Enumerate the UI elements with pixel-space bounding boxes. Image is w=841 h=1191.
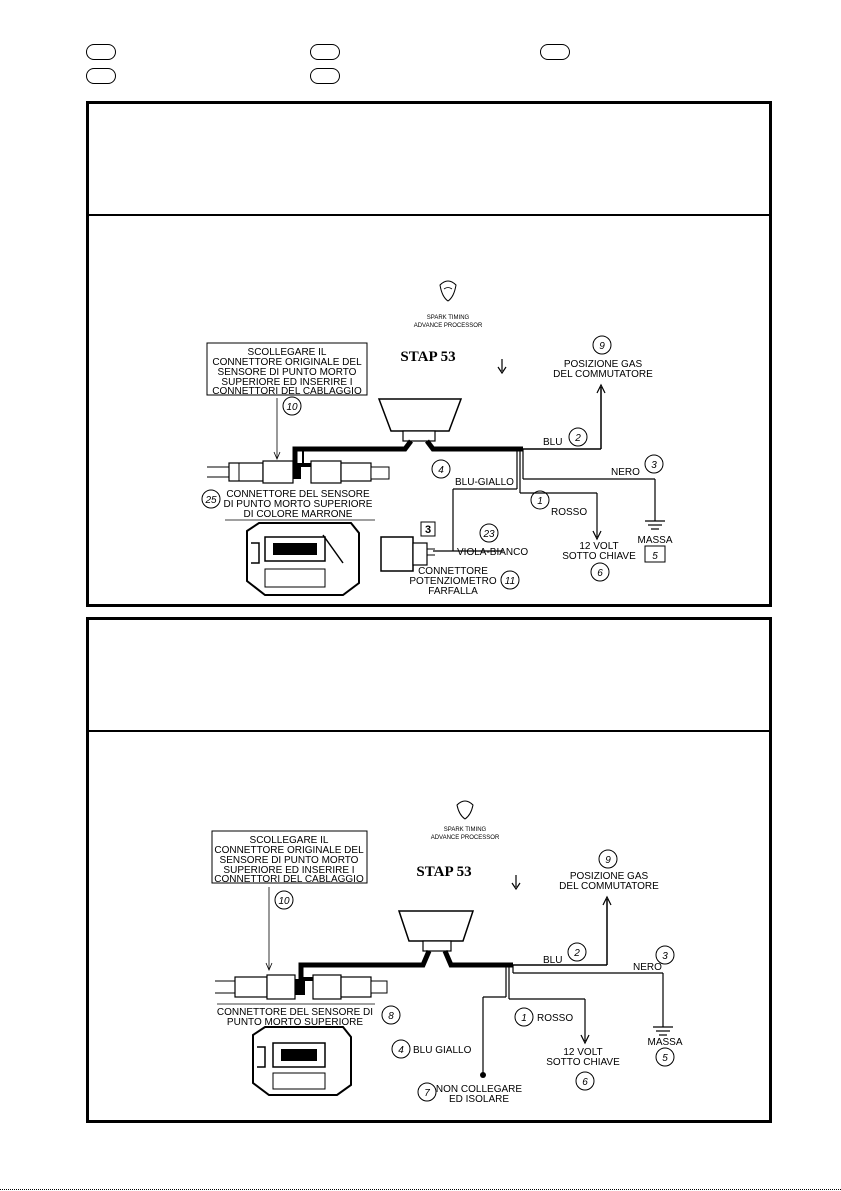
callout-number: 5 (662, 1053, 668, 1064)
sensor-label: CONNETTORE DEL SENSORE (226, 489, 370, 500)
wiring-diagram-1: SPARK TIMING ADVANCE PROCESSOR STAP 53 S… (201, 280, 673, 597)
callout-number: 23 (482, 529, 495, 540)
stap-title: STAP 53 (400, 349, 455, 365)
stap-title: STAP 53 (416, 864, 471, 880)
wire-label-blu: BLU (543, 437, 562, 448)
wire-label-nero: NERO (633, 962, 662, 973)
page-bottom-dotted-line (0, 1189, 841, 1190)
spark-label: SPARK TIMING (427, 315, 470, 321)
callout-number: 10 (278, 896, 290, 907)
wire-label-nero: NERO (611, 467, 640, 478)
isolare-label: ED ISOLARE (449, 1094, 509, 1105)
wiring-panel-1: SPARK TIMING ADVANCE PROCESSOR STAP 53 S… (86, 101, 772, 607)
spark-label: ADVANCE PROCESSOR (431, 835, 500, 841)
arrow-icon (511, 882, 521, 891)
panel-header (89, 104, 769, 216)
wiring-panel-2: SPARK TIMING ADVANCE PROCESSOR STAP 53 S… (86, 617, 772, 1123)
pos-gas-label: DEL COMMUTATORE (553, 369, 653, 380)
instruction-line: SCOLLEGARE IL (250, 835, 329, 846)
instruction-line: CONNETTORI DEL CABLAGGIO (212, 386, 362, 397)
sensor-label: CONNETTORE DEL SENSORE DI (217, 1007, 373, 1018)
callout-number: 2 (574, 433, 581, 444)
panel-header (89, 620, 769, 732)
isolare-label: NON COLLEGARE (436, 1084, 522, 1095)
language-pill (86, 68, 116, 84)
instruction-line: SUPERIORE ED INSERIRE I (223, 865, 354, 876)
instruction-line: CONNETTORE ORIGINALE DEL (214, 845, 364, 856)
spark-logo-icon (439, 280, 457, 302)
pos-gas-label: POSIZIONE GAS (570, 871, 649, 882)
callout-number: 3 (425, 524, 431, 536)
sensor-connector (215, 974, 388, 1000)
pos-gas-label: DEL COMMUTATORE (559, 881, 659, 892)
spark-label: ADVANCE PROCESSOR (414, 323, 483, 329)
wire-label-blu-giallo: BLU-GIALLO (455, 477, 514, 488)
spark-label: SPARK TIMING (444, 827, 487, 833)
callout-number: 10 (286, 402, 298, 413)
callout-number: 11 (505, 576, 515, 587)
instruction-line: CONNETTORE ORIGINALE DEL (212, 357, 362, 368)
wiring-diagram-2: SPARK TIMING ADVANCE PROCESSOR STAP 53 S… (211, 800, 683, 1105)
spark-logo-icon (456, 800, 474, 820)
callout-number: 8 (388, 1011, 394, 1022)
massa-label: MASSA (637, 535, 672, 546)
wire-label-blu-giallo: BLU GIALLO (413, 1045, 472, 1056)
callout-number: 4 (398, 1045, 404, 1056)
throttle-potentiometer-connector (380, 536, 435, 572)
sensor-connector (207, 460, 390, 484)
callout-number: 6 (582, 1077, 588, 1088)
language-pill (310, 44, 340, 60)
instruction-box (206, 342, 368, 396)
pot-label: CONNETTORE (418, 566, 488, 577)
instruction-line: SENSORE DI PUNTO MORTO (218, 367, 357, 378)
callout-number: 7 (424, 1088, 430, 1099)
stap-module (397, 910, 475, 952)
insulated-end-icon (480, 1072, 486, 1078)
arrow-icon (497, 366, 507, 375)
volt-label: SOTTO CHIAVE (546, 1057, 620, 1068)
volt-label: 12 VOLT (579, 541, 618, 552)
wire-label-rosso: ROSSO (551, 507, 587, 518)
pot-label: FARFALLA (428, 586, 478, 597)
callout-number: 6 (597, 568, 603, 579)
volt-label: SOTTO CHIAVE (562, 551, 636, 562)
instruction-line: SENSORE DI PUNTO MORTO (220, 855, 359, 866)
callout-number: 9 (599, 341, 605, 352)
instruction-line: SCOLLEGARE IL (248, 347, 327, 358)
volt-label: 12 VOLT (563, 1047, 602, 1058)
callout-number: 3 (651, 460, 657, 471)
massa-label: MASSA (647, 1037, 682, 1048)
callout-number: 2 (573, 948, 580, 959)
wire-label-blu: BLU (543, 955, 562, 966)
pos-gas-label: POSIZIONE GAS (564, 359, 643, 370)
callout-number: 1 (521, 1013, 527, 1024)
language-pill (310, 68, 340, 84)
instruction-line: SUPERIORE ED INSERIRE I (221, 377, 352, 388)
instruction-line: CONNETTORI DEL CABLAGGIO (214, 874, 364, 885)
callout-number: 1 (537, 496, 543, 507)
pot-label: POTENZIOMETRO (409, 576, 496, 587)
sensor-label: PUNTO MORTO SUPERIORE (227, 1017, 363, 1028)
wire-label-rosso: ROSSO (537, 1013, 573, 1024)
sensor-label: DI PUNTO MORTO SUPERIORE (224, 499, 373, 510)
language-pill (86, 44, 116, 60)
callout-number: 25 (204, 495, 217, 506)
language-pill (540, 44, 570, 60)
callout-number: 5 (652, 551, 658, 562)
engine-illustration-icon (246, 522, 360, 596)
callout-number: 9 (605, 855, 611, 866)
callout-number: 4 (438, 465, 444, 476)
sensor-label: DI COLORE MARRONE (244, 509, 353, 520)
wire-label-viola: VIOLA-BIANCO (457, 547, 528, 558)
stap-module (377, 398, 463, 442)
instruction-box (211, 830, 368, 884)
callout-number: 3 (662, 951, 668, 962)
engine-illustration-icon (252, 1026, 352, 1096)
